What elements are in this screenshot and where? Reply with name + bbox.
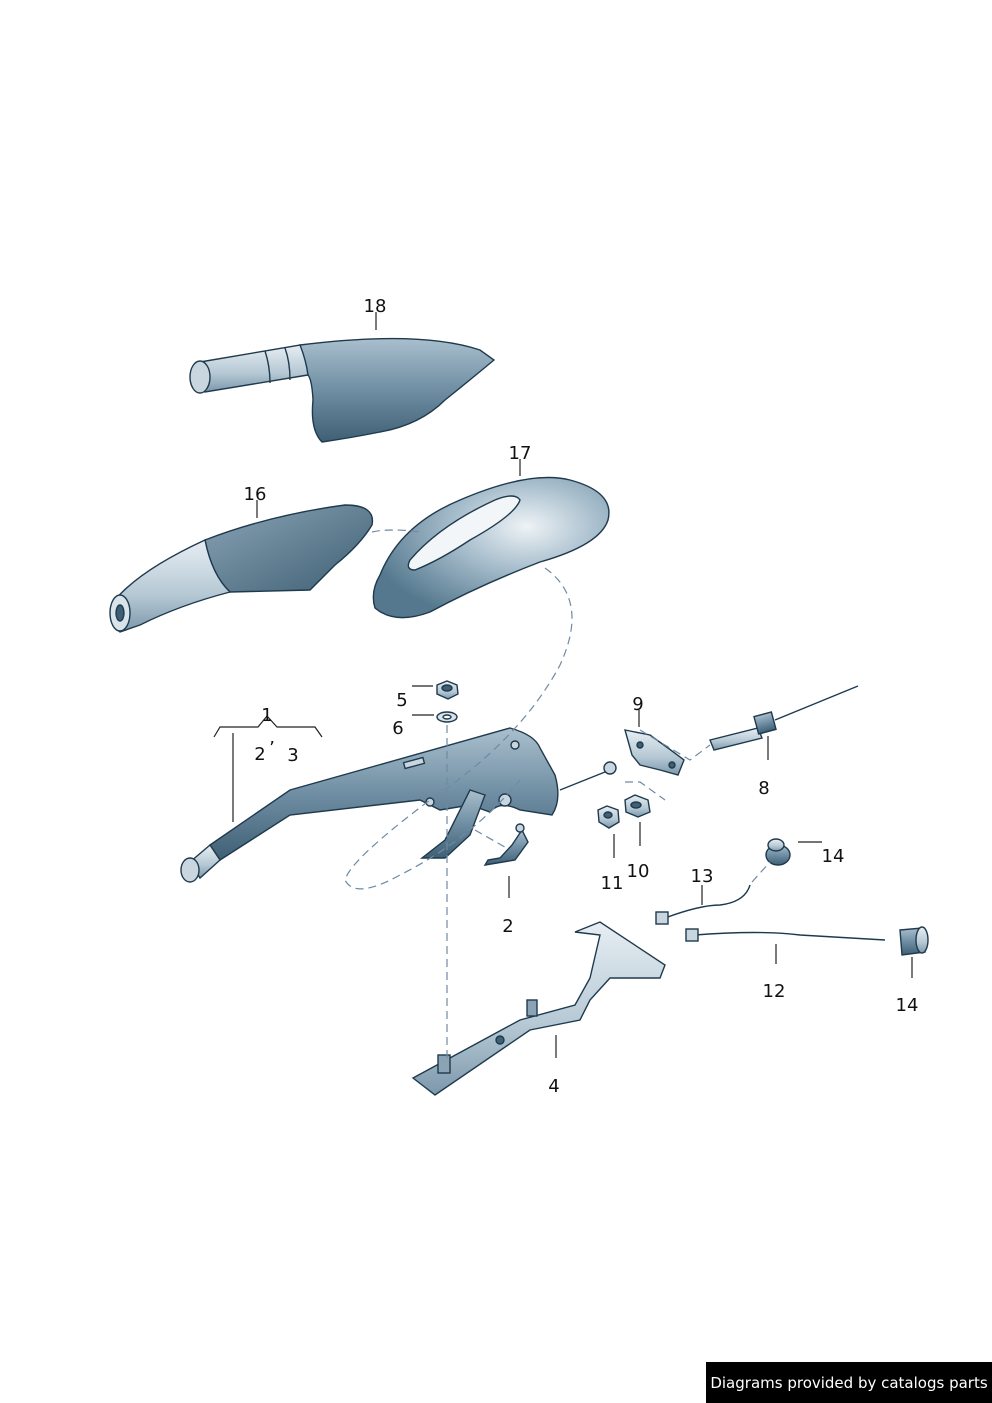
adjuster-bolt-part-8	[709, 685, 859, 751]
callout-12: 12	[763, 981, 786, 1002]
callout-18: 18	[364, 296, 387, 317]
callout-labels: 18 17 16 1 2 ’ 3 5 6 9 8 2 4 10 11 12 13…	[244, 296, 919, 1097]
callout-2: 2	[502, 916, 513, 937]
nut-part-11	[597, 805, 620, 829]
handle-cover-part-18	[189, 337, 496, 443]
hose-part-13	[655, 884, 751, 925]
nut-part-10	[624, 794, 651, 818]
watermark-banner: Diagrams provided by catalogs parts	[706, 1362, 992, 1403]
callout-13: 13	[691, 866, 714, 887]
callout-3: 3	[287, 745, 298, 766]
callout-separator: ’	[269, 738, 275, 759]
hose-part-12	[685, 928, 886, 942]
callout-14-upper: 14	[822, 846, 845, 867]
callout-4: 4	[548, 1076, 559, 1097]
trim-boot-part-17	[372, 476, 610, 619]
washer-part-6	[436, 711, 458, 723]
bracket-part-4	[411, 921, 666, 1096]
callout-14-lower: 14	[896, 995, 919, 1016]
handle-grip-part-16	[109, 504, 374, 633]
callout-1: 1	[261, 705, 272, 726]
callout-9: 9	[632, 694, 643, 715]
callout-11: 11	[601, 873, 624, 894]
assembly-guide-lines	[344, 529, 771, 1060]
grommet-part-14-lower	[899, 926, 929, 956]
callout-17: 17	[509, 443, 532, 464]
ratchet-clip-part-2	[483, 823, 529, 866]
grommet-part-14-upper	[765, 838, 791, 866]
callout-5: 5	[396, 690, 407, 711]
callout-2-group: 2	[254, 744, 265, 765]
leader-lines	[213, 312, 913, 1058]
callout-16: 16	[244, 484, 267, 505]
callout-10: 10	[627, 861, 650, 882]
nut-part-5	[436, 680, 459, 700]
callout-6: 6	[392, 718, 403, 739]
callout-8: 8	[758, 778, 769, 799]
plate-part-9	[624, 729, 685, 776]
parking-brake-lever-part-1	[180, 727, 617, 883]
